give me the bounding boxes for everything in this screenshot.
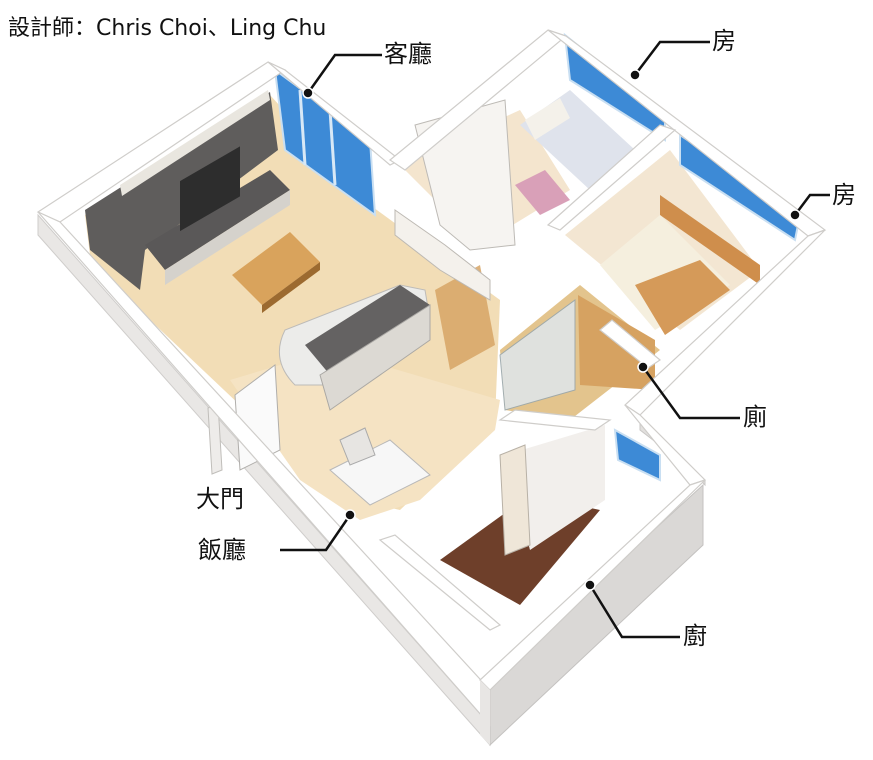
display-cubes	[394, 209, 491, 301]
tv-cabinet	[145, 170, 290, 270]
leader-lines	[280, 40, 830, 639]
kitchen-side-wall	[505, 425, 605, 550]
designer-names: Chris Choi、Ling Chu	[96, 16, 327, 41]
credit-separator: ：	[74, 16, 97, 41]
label-dining-room: 飯廳	[198, 536, 246, 564]
toilet-glass-door	[499, 299, 576, 411]
sideboard	[319, 304, 431, 411]
label-main-door: 大門	[196, 485, 244, 513]
kitchen-window	[613, 428, 661, 482]
kitchen-cabinet	[499, 444, 531, 556]
bedroom-1-pillow	[525, 98, 570, 140]
front-wall-face	[480, 680, 490, 745]
designer-label: 設計師	[8, 16, 75, 41]
dining-chair	[339, 427, 376, 466]
label-living-room: 客廳	[384, 40, 432, 68]
label-kitchen: 廚	[683, 622, 707, 650]
feature-wall-light-strip	[120, 90, 270, 196]
tv	[180, 146, 240, 232]
bedroom-1-desk	[515, 170, 570, 215]
designer-credit: 設計師：Chris Choi、Ling Chu	[8, 10, 326, 42]
leader-dots	[302, 69, 801, 591]
coffee-table	[232, 232, 320, 305]
label-toilet: 廁	[743, 403, 767, 431]
label-bedroom-2: 房	[832, 181, 856, 209]
wardrobe	[414, 99, 516, 251]
bedroom-2-headboard	[660, 195, 760, 285]
wall-tops	[36, 29, 827, 727]
label-bedroom-1: 房	[712, 27, 736, 55]
